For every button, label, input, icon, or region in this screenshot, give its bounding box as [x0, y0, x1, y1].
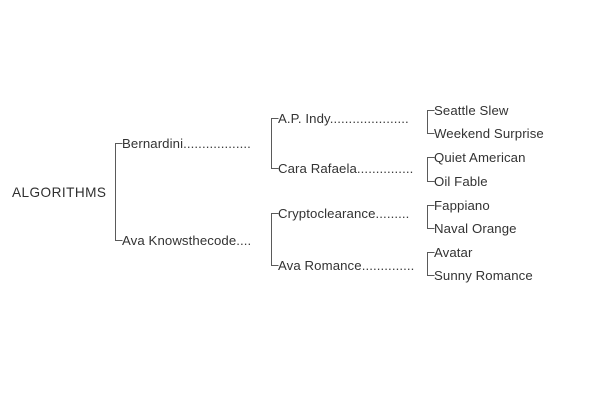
node-gen3-quiet-american: Quiet American [434, 150, 526, 165]
node-gen2-ava-romance-leader: .............. [361, 258, 415, 273]
node-gen3-sunny-romance: Sunny Romance [434, 268, 533, 283]
node-gen3-oil-fable: Oil Fable [434, 174, 488, 189]
node-root-algorithms: ALGORITHMS [12, 185, 107, 200]
node-gen3-naval-orange: Naval Orange [434, 221, 517, 236]
bracket-root-to-gen1 [115, 143, 123, 241]
node-gen1-ava-knowsthecode: Ava Knowsthecode.... [122, 234, 251, 247]
node-gen1-bernardini-leader: .................. [183, 136, 251, 151]
node-gen2-cryptoclearance-label: Cryptoclearance [278, 206, 376, 221]
node-gen2-ap-indy-label: A.P. Indy [278, 111, 330, 126]
node-gen2-ap-indy: A.P. Indy..................... [278, 112, 409, 125]
node-gen1-ava-knowsthecode-label: Ava Knowsthecode [122, 233, 237, 248]
node-gen2-cryptoclearance: Cryptoclearance......... [278, 207, 409, 220]
node-gen2-ava-romance: Ava Romance.............. [278, 259, 414, 272]
node-gen2-cara-rafaela-label: Cara Rafaela [278, 161, 357, 176]
node-gen1-bernardini-label: Bernardini [122, 136, 184, 151]
node-gen2-ava-romance-label: Ava Romance [278, 258, 362, 273]
node-gen2-ap-indy-leader: ..................... [329, 111, 409, 126]
node-gen2-cara-rafaela-leader: ............... [356, 161, 414, 176]
node-gen1-bernardini: Bernardini.................. [122, 137, 251, 150]
node-gen3-seattle-slew: Seattle Slew [434, 103, 509, 118]
node-gen2-cryptoclearance-leader: ......... [375, 206, 410, 221]
node-gen3-fappiano: Fappiano [434, 198, 490, 213]
node-gen1-ava-knowsthecode-leader: .... [236, 233, 252, 248]
node-gen2-cara-rafaela: Cara Rafaela............... [278, 162, 413, 175]
node-gen3-avatar: Avatar [434, 245, 473, 260]
node-gen3-weekend-surprise: Weekend Surprise [434, 126, 544, 141]
